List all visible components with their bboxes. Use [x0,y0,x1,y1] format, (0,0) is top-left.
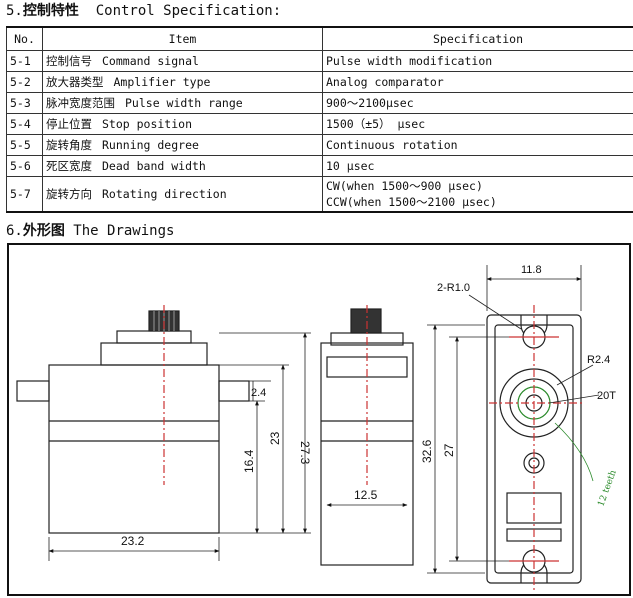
header-item: Item [42,26,323,51]
row-no: 5-6 [6,155,43,177]
drawing-frame: 23.2 27.3 23 16.4 2.4 12.5 11.8 2-R1.0 R… [7,243,631,596]
dim-radius: R2.4 [587,354,610,366]
dim-width-side: 12.5 [354,488,378,502]
row-spec-line-2: CCW(when 1500～2100 μsec) [326,195,497,209]
section-5-title-en: Control Specification: [95,3,282,19]
servo-drawing: 23.2 27.3 23 16.4 2.4 12.5 11.8 2-R1.0 R… [16,264,619,591]
header-spec: Specification [322,26,633,51]
dim-length-mount: 32.6 [420,439,434,463]
dim-spline: 20T [597,390,616,402]
table-header-row: No. Item Specification [6,26,633,51]
dim-teeth-note: 12 teeth [596,469,618,508]
row-no: 5-4 [6,113,43,135]
top-view [486,305,585,591]
section-6-title: 6.外形图 The Drawings [6,223,175,239]
row-spec: 10 μsec [322,155,633,177]
dim-width-top: 11.8 [521,264,542,276]
row-spec: 1500（±5） μsec [322,113,633,135]
dim-width-front: 23.2 [121,534,145,548]
row-spec: Pulse width modification [322,50,633,72]
dim-flange: 2.4 [251,387,266,399]
row-spec-line-1: CW(when 1500～900 μsec) [326,179,483,193]
row-spec: Analog comparator [322,71,633,93]
section-6-title-en: The Drawings [73,223,175,239]
row-no: 5-3 [6,92,43,114]
section-5-title-cn: 控制特性 [22,3,79,19]
front-view [16,305,250,534]
header-no: No. [6,26,43,51]
row-spec: 900～2100μsec [322,92,633,114]
dim-height-total: 27.3 [298,441,312,465]
dim-holes: 2-R1.0 [437,282,470,294]
dim-height-body: 23 [268,431,282,445]
row-no: 5-1 [6,50,43,72]
row-no: 5-2 [6,71,43,93]
row-no: 5-5 [6,134,43,156]
side-view [320,305,414,566]
section-6-title-cn: 外形图 [22,223,65,239]
dim-length-inner: 27 [442,443,456,457]
row-spec: CW(when 1500～900 μsec) CCW(when 1500～210… [322,176,633,213]
section-5-title: 5.控制特性 Control Specification: [6,3,282,19]
row-no: 5-7 [6,176,43,213]
row-spec: Continuous rotation [322,134,633,156]
dim-height-lower: 16.4 [242,449,256,473]
